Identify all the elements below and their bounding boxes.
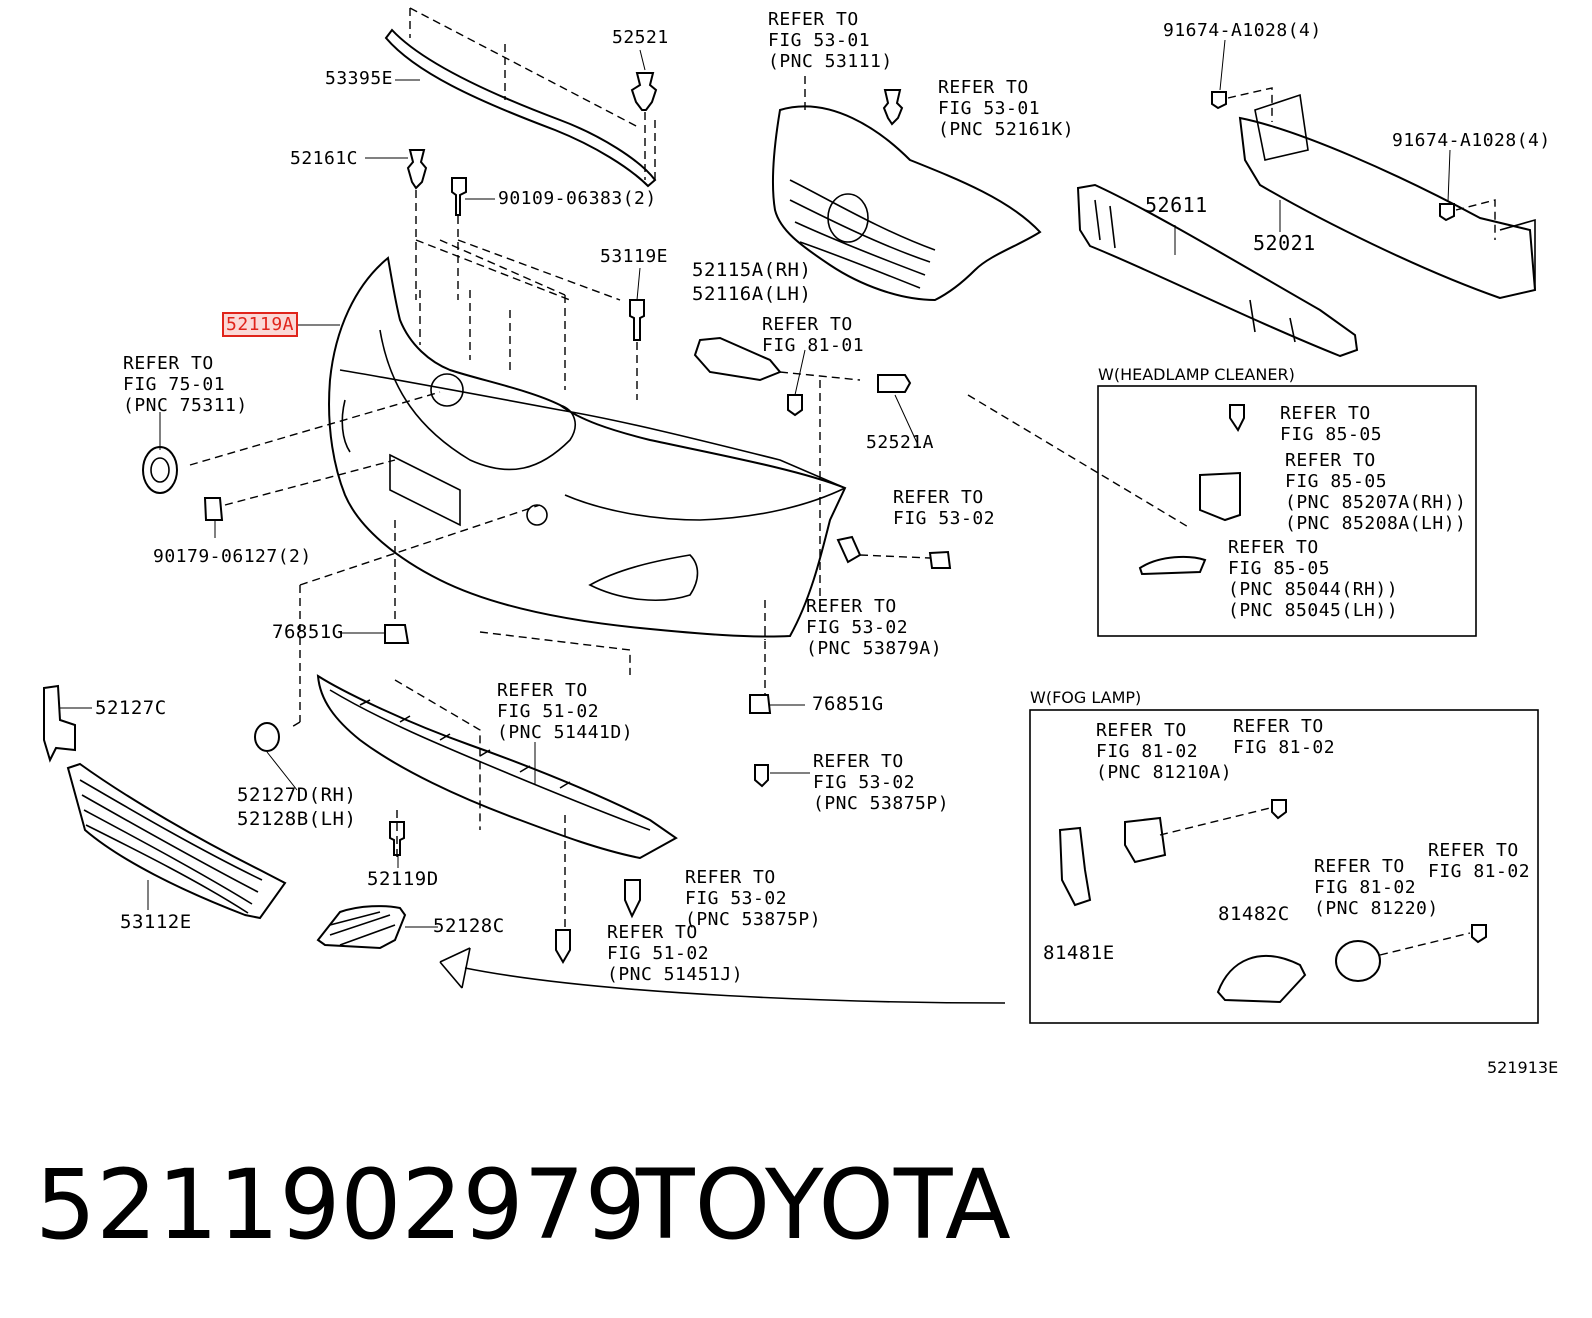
headlamp-bracket bbox=[1199, 471, 1241, 522]
emblem-75311 bbox=[142, 391, 441, 494]
bolt-53119E bbox=[629, 299, 645, 341]
screw-53875P-b bbox=[624, 879, 641, 919]
reinforcement-52021 bbox=[1238, 93, 1537, 300]
label-90179: 90179-06127(2) bbox=[153, 546, 312, 567]
label-52119A-highlight[interactable]: 52119A bbox=[222, 312, 299, 337]
molding-strip-53395E bbox=[384, 7, 657, 188]
bracket-53879A bbox=[836, 535, 862, 564]
figure-code: 521913E bbox=[1487, 1058, 1559, 1077]
headlamp-cleaner-box bbox=[1097, 385, 1477, 637]
clip-76851G-a bbox=[384, 624, 410, 644]
label-ref-53-01-a: REFER TO FIG 53-01 (PNC 53111) bbox=[768, 9, 893, 72]
fog-ref-3: REFER TO FIG 81-02 (PNC 81220) bbox=[1314, 856, 1439, 919]
footer-brand: TOYOTA bbox=[636, 1149, 1011, 1261]
label-52115A: 52115A(RH) 52116A(LH) bbox=[692, 259, 812, 305]
clip-52161C bbox=[406, 149, 428, 190]
label-ref-51-02-a: REFER TO FIG 51-02 (PNC 51441D) bbox=[497, 680, 634, 743]
fog-ref-2: REFER TO FIG 81-02 bbox=[1233, 716, 1336, 758]
label-81481E: 81481E bbox=[1043, 942, 1115, 964]
fog-lamp-box bbox=[1029, 709, 1539, 1024]
fog-lamp-81220 bbox=[1335, 940, 1381, 982]
absorber-52611 bbox=[1076, 183, 1359, 358]
clip-52521 bbox=[630, 72, 658, 180]
screw-81-01 bbox=[787, 394, 803, 417]
direction-arrow bbox=[439, 947, 1006, 1004]
bolt-90109 bbox=[451, 177, 467, 216]
retainer-52115A bbox=[693, 336, 782, 382]
label-ref-53-01-b: REFER TO FIG 53-01 (PNC 52161K) bbox=[938, 77, 1075, 140]
cap-52127D bbox=[254, 722, 280, 752]
label-53395E: 53395E bbox=[325, 68, 394, 89]
label-76851G-a: 76851G bbox=[272, 621, 344, 643]
bumper-cover-52119A bbox=[328, 256, 847, 638]
clip-52521A bbox=[877, 374, 912, 393]
label-52119D: 52119D bbox=[367, 868, 439, 890]
headlamp-ref-2: REFER TO FIG 85-05 (PNC 85207A(RH)) (PNC… bbox=[1285, 450, 1467, 534]
leader-lines bbox=[60, 39, 1451, 928]
label-52127D: 52127D(RH) 52128B(LH) bbox=[237, 784, 357, 830]
fog-screw-b bbox=[1471, 924, 1487, 944]
label-52611: 52611 bbox=[1145, 193, 1208, 217]
headlamp-box-title: W(HEADLAMP CLEANER) bbox=[1098, 365, 1295, 384]
bracket-52127C bbox=[43, 684, 76, 763]
fog-box-title: W(FOG LAMP) bbox=[1030, 688, 1142, 707]
screw-51451J bbox=[555, 929, 571, 964]
label-90109: 90109-06383(2) bbox=[498, 188, 657, 209]
label-52021: 52021 bbox=[1253, 231, 1316, 255]
fog-bezel-81482C bbox=[1216, 955, 1307, 1004]
headlamp-ref-1: REFER TO FIG 85-05 bbox=[1280, 403, 1383, 445]
label-52521A: 52521A bbox=[866, 432, 935, 453]
clip-76851G-b bbox=[749, 694, 772, 714]
bolt-91674-a bbox=[1211, 91, 1227, 110]
label-ref-53-02-b: REFER TO FIG 53-02 (PNC 53879A) bbox=[806, 596, 943, 659]
fog-ref-1: REFER TO FIG 81-02 (PNC 81210A) bbox=[1096, 720, 1233, 783]
headlamp-cap bbox=[1138, 555, 1207, 576]
label-81482C: 81482C bbox=[1218, 903, 1290, 925]
lower-grille-53112E bbox=[66, 762, 287, 920]
label-91674-b: 91674-A1028(4) bbox=[1392, 130, 1551, 151]
label-52128C: 52128C bbox=[433, 915, 505, 937]
label-53112E: 53112E bbox=[120, 911, 192, 933]
clip-52161K bbox=[882, 89, 904, 126]
label-ref-75-01: REFER TO FIG 75-01 (PNC 75311) bbox=[123, 353, 248, 416]
label-ref-81-01: REFER TO FIG 81-01 bbox=[762, 314, 865, 356]
label-76851G-b: 76851G bbox=[812, 693, 884, 715]
radiator-grille bbox=[771, 76, 1042, 302]
label-ref-51-02-b: REFER TO FIG 51-02 (PNC 51451J) bbox=[607, 922, 744, 985]
label-52521: 52521 bbox=[612, 27, 669, 48]
footer-part-number: 5211902979 bbox=[35, 1149, 646, 1261]
bolt-91674-b bbox=[1439, 203, 1455, 222]
clip-90179 bbox=[203, 497, 224, 521]
label-ref-53-02-a: REFER TO FIG 53-02 bbox=[893, 487, 996, 529]
screw-53-02 bbox=[928, 550, 952, 569]
label-91674-a: 91674-A1028(4) bbox=[1163, 20, 1322, 41]
fog-lamp-81210A bbox=[1124, 816, 1167, 864]
fog-bracket-81481E bbox=[1058, 826, 1092, 907]
lower-panel-51441D bbox=[316, 674, 678, 860]
fog-screw-a bbox=[1271, 799, 1287, 820]
label-52127C: 52127C bbox=[95, 697, 167, 719]
label-52161C: 52161C bbox=[290, 148, 359, 169]
fog-ref-4: REFER TO FIG 81-02 bbox=[1428, 840, 1531, 882]
fog-cover-52128C bbox=[316, 905, 407, 950]
screw-53875P-a bbox=[754, 764, 769, 788]
label-53119E: 53119E bbox=[600, 246, 669, 267]
headlamp-ref-3: REFER TO FIG 85-05 (PNC 85044(RH)) (PNC … bbox=[1228, 537, 1399, 621]
headlamp-screw bbox=[1229, 404, 1245, 432]
label-ref-53-02-d: REFER TO FIG 53-02 (PNC 53875P) bbox=[685, 867, 822, 930]
label-ref-53-02-c: REFER TO FIG 53-02 (PNC 53875P) bbox=[813, 751, 950, 814]
